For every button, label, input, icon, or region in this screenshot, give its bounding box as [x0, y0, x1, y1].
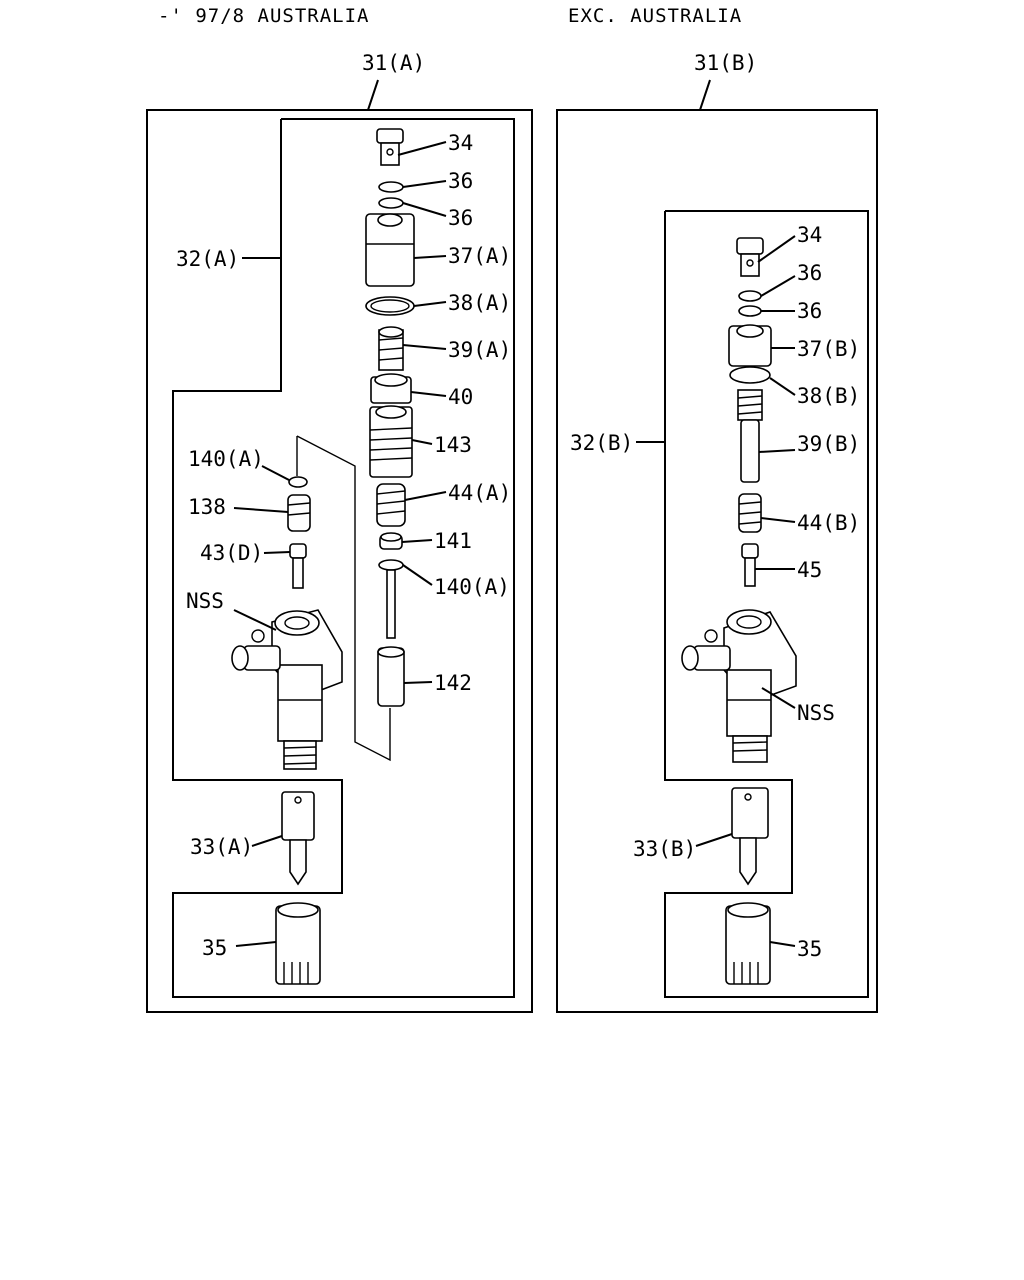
callout-43d: 43(D)	[200, 541, 263, 565]
callout-34-left: 34	[448, 131, 473, 155]
leader-nss-left	[233, 609, 277, 631]
leader-141	[401, 539, 433, 543]
washer-36-right-a	[738, 290, 762, 302]
callout-39b: 39(B)	[797, 432, 860, 456]
leader-35-right	[769, 941, 796, 947]
header-right: EXC. AUSTRALIA	[568, 5, 742, 27]
assembly-path-line	[296, 435, 391, 762]
leader-34-left	[397, 141, 447, 156]
assembly-leader-31b	[699, 79, 711, 111]
cap-nut-37b	[728, 324, 772, 367]
leader-44a	[404, 491, 447, 501]
pin-45	[741, 543, 759, 587]
callout-35-right: 35	[797, 937, 822, 961]
assembly-leader-31a	[367, 79, 379, 111]
nozzle-holder-body-left	[231, 609, 343, 770]
callout-38a: 38(A)	[448, 291, 511, 315]
leader-34-right	[757, 235, 796, 263]
callout-32b: 32(B)	[570, 431, 633, 455]
leader-37a	[413, 255, 447, 259]
leader-142	[403, 681, 433, 684]
callout-45: 45	[797, 558, 822, 582]
nozzle-nut-35-right	[725, 902, 771, 985]
leader-140a-right	[402, 564, 433, 586]
callout-37b: 37(B)	[797, 337, 860, 361]
spring-138	[287, 494, 311, 532]
callout-35-left: 35	[202, 936, 227, 960]
leader-43d	[263, 551, 291, 554]
callout-39a: 39(A)	[448, 338, 511, 362]
callout-36-right-b: 36	[797, 299, 822, 323]
callout-nss-right: NSS	[797, 701, 835, 725]
holder-outline-32b	[664, 210, 869, 998]
callout-37a: 37(A)	[448, 244, 511, 268]
sleeve-142	[377, 646, 405, 707]
holder-outline-32a	[172, 118, 515, 998]
gasket-38b	[729, 366, 771, 384]
callout-44a: 44(A)	[448, 481, 511, 505]
shim-140a-left	[288, 476, 308, 488]
leader-36-left-a	[402, 180, 447, 188]
assembly-label-31b: 31(B)	[694, 51, 757, 75]
nozzle-33b	[731, 787, 769, 886]
lock-nut-40	[370, 373, 412, 404]
leader-33b	[695, 833, 733, 847]
spring-seat-141	[379, 532, 403, 550]
cap-nut-37a	[365, 213, 415, 287]
leader-40	[410, 391, 447, 397]
callout-138: 138	[188, 495, 226, 519]
adjust-screw-39b	[737, 389, 763, 483]
banjo-bolt-34-right	[736, 237, 764, 277]
leader-36-right-a	[760, 275, 796, 297]
callout-nss-left: NSS	[186, 589, 224, 613]
callout-36-left-a: 36	[448, 169, 473, 193]
gasket-38a-inner	[370, 299, 410, 313]
leader-38a	[413, 301, 447, 307]
leader-38b	[769, 377, 796, 396]
leader-33a	[251, 835, 283, 847]
leader-138	[233, 507, 289, 513]
callout-141: 141	[434, 529, 472, 553]
leader-39b	[758, 449, 796, 453]
assembly-label-31a: 31(A)	[362, 51, 425, 75]
washer-36-left-a	[378, 181, 404, 193]
leader-143	[411, 439, 433, 445]
leader-44b	[760, 517, 796, 523]
leader-nss-right	[761, 687, 796, 709]
nozzle-holder-body-right	[681, 609, 797, 763]
nozzle-nut-35-left	[275, 902, 321, 985]
callout-142: 142	[434, 671, 472, 695]
callout-140a-right: 140(A)	[434, 575, 510, 599]
pin-43d	[289, 543, 307, 589]
leader-35-left	[235, 941, 277, 947]
spring-44a	[376, 483, 406, 527]
leader-39a	[402, 344, 447, 350]
callout-33b: 33(B)	[633, 837, 696, 861]
callout-143: 143	[434, 433, 472, 457]
callout-40: 40	[448, 385, 473, 409]
push-rod-140a	[378, 559, 404, 639]
adjust-screw-39a	[378, 326, 404, 371]
nozzle-33a	[281, 791, 315, 886]
assembly-frame-31b	[556, 109, 878, 1013]
callout-140a-left: 140(A)	[188, 447, 264, 471]
retaining-nut-143	[369, 405, 413, 478]
callout-44b: 44(B)	[797, 511, 860, 535]
banjo-bolt-34	[376, 128, 404, 166]
callout-36-left-b: 36	[448, 206, 473, 230]
leader-36-left-b	[402, 202, 447, 217]
callout-32a: 32(A)	[176, 247, 239, 271]
leader-140a-left	[261, 465, 290, 481]
spring-44b	[738, 493, 762, 533]
washer-36-right-b	[738, 305, 762, 317]
callout-34-right: 34	[797, 223, 822, 247]
header-left: -' 97/8 AUSTRALIA	[158, 5, 369, 27]
callout-36-right-a: 36	[797, 261, 822, 285]
callout-33a: 33(A)	[190, 835, 253, 859]
assembly-frame-31a	[146, 109, 533, 1013]
callout-38b: 38(B)	[797, 384, 860, 408]
washer-36-left-b	[378, 197, 404, 209]
